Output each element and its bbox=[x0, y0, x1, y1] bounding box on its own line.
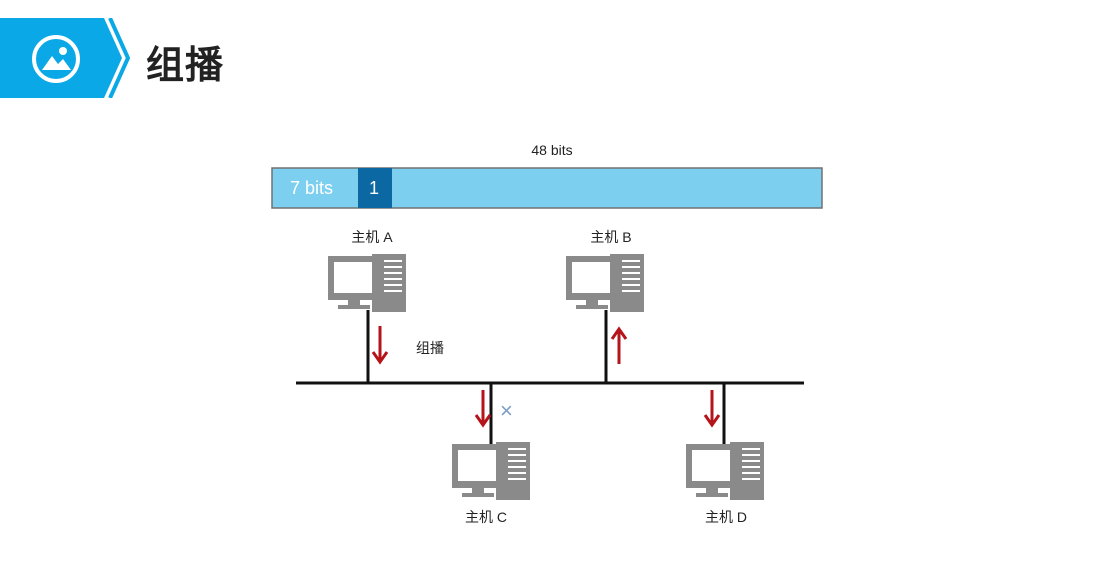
group-bit-field bbox=[358, 168, 392, 208]
host-d-label: 主机 D bbox=[705, 509, 747, 525]
computer-b-icon bbox=[566, 254, 644, 312]
frame-length-label: 48 bits bbox=[531, 142, 573, 158]
arrow-up-b-icon bbox=[610, 326, 628, 364]
multicast-annotation: 组播 bbox=[416, 340, 444, 356]
field-group-bit-label: 1 bbox=[369, 178, 380, 198]
host-b-label: 主机 B bbox=[590, 229, 632, 245]
arrow-down-c-icon bbox=[474, 390, 492, 428]
arrow-down-a-icon bbox=[371, 326, 389, 365]
computer-d-icon bbox=[686, 442, 764, 500]
computer-a-icon bbox=[328, 254, 406, 312]
host-c-label: 主机 C bbox=[465, 509, 507, 525]
header-badge bbox=[0, 18, 130, 98]
computer-c-icon bbox=[452, 442, 530, 500]
host-a-label: 主机 A bbox=[351, 229, 393, 245]
image-icon bbox=[32, 35, 80, 83]
field-7bits-label: 7 bits bbox=[290, 178, 334, 198]
blocked-cross-icon: × bbox=[500, 398, 513, 423]
arrow-down-d-icon bbox=[703, 390, 721, 428]
mac-address-frame bbox=[271, 167, 823, 209]
slide-title: 组播 bbox=[146, 43, 225, 87]
